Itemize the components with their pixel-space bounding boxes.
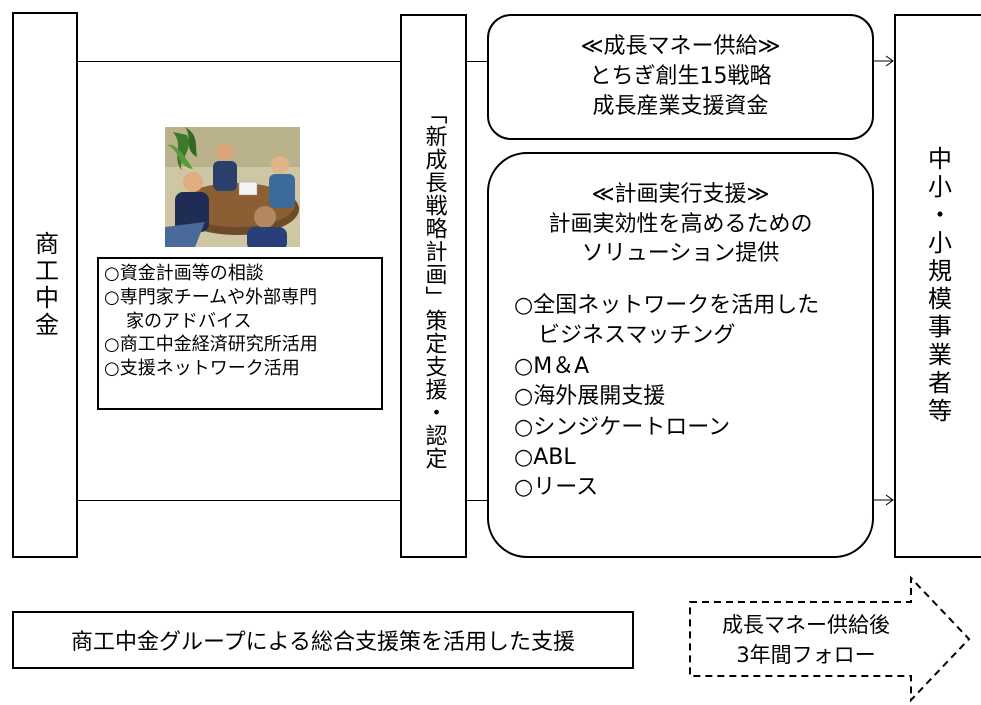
list-item: ○M＆A bbox=[514, 353, 590, 379]
growth-money-title: ≪成長マネー供給≫ bbox=[580, 34, 781, 60]
top-connector-mid bbox=[467, 61, 489, 62]
followup-line1: 成長マネー供給後 bbox=[722, 612, 890, 637]
center-column-box: 「新成長戦略計画」策定支援・認定 bbox=[400, 14, 467, 558]
meeting-image bbox=[165, 127, 300, 247]
center-column-label: 「新成長戦略計画」策定支援・認定 bbox=[421, 102, 447, 470]
plan-support-title: ≪計画実行支援≫ bbox=[591, 182, 770, 207]
bottom-caption-label: 商工中金グループによる総合支援策を活用した支援 bbox=[70, 630, 576, 655]
growth-money-line1: とちぎ創生15戦略 bbox=[589, 64, 772, 90]
list-item: 家のアドバイス bbox=[126, 310, 252, 332]
list-item: ○海外展開支援 bbox=[514, 384, 666, 410]
left-entity-box: 商工中金 bbox=[12, 12, 78, 558]
plan-support-line1: 計画実効性を高めるための bbox=[548, 211, 813, 237]
plan-support-list: ○全国ネットワークを活用した ビジネスマッチング ○M＆A ○海外展開支援 ○シ… bbox=[489, 269, 872, 504]
plan-support-line2: ソリューション提供 bbox=[581, 241, 780, 267]
list-item: ○ABL bbox=[514, 444, 576, 470]
followup-arrow-icon bbox=[689, 575, 971, 703]
list-item: ○リース bbox=[514, 475, 599, 501]
arrow-head-bottom-icon bbox=[885, 494, 894, 506]
list-item: ビジネスマッチング bbox=[538, 323, 736, 349]
list-item: ○全国ネットワークを活用した bbox=[514, 293, 820, 319]
list-item: ○資金計画等の相談 bbox=[104, 263, 264, 284]
left-entity-label: 商工中金 bbox=[30, 231, 59, 339]
list-item: ○支援ネットワーク活用 bbox=[104, 358, 300, 379]
followup-line2: 3年間フォロー bbox=[736, 643, 876, 667]
list-item: ○専門家チームや外部専門 bbox=[104, 286, 318, 308]
list-item: ○シンジケートローン bbox=[514, 414, 731, 440]
right-entity-label: 中小・小規模事業者等 bbox=[923, 146, 952, 426]
bottom-caption-box: 商工中金グループによる総合支援策を活用した支援 bbox=[12, 611, 634, 669]
growth-money-box: ≪成長マネー供給≫ とちぎ創生15戦略 成長産業支援資金 bbox=[487, 14, 874, 140]
right-entity-box: 中小・小規模事業者等 bbox=[894, 14, 981, 558]
bottom-connector-mid bbox=[467, 500, 489, 501]
plan-support-box: ≪計画実行支援≫ 計画実効性を高めるための ソリューション提供 ○全国ネットワー… bbox=[487, 152, 874, 558]
consultation-list-box: ○資金計画等の相談 ○専門家チームや外部専門 家のアドバイス ○商工中金経済研究… bbox=[97, 257, 383, 410]
bottom-connector-left bbox=[78, 500, 400, 501]
arrow-head-top-icon bbox=[885, 55, 894, 67]
top-connector-left bbox=[78, 61, 400, 62]
followup-arrow-label: 成長マネー供給後 3年間フォロー bbox=[692, 604, 920, 676]
growth-money-line2: 成長産業支援資金 bbox=[592, 93, 769, 119]
list-item: ○商工中金経済研究所活用 bbox=[104, 334, 318, 356]
business-meeting-icon bbox=[165, 127, 300, 247]
